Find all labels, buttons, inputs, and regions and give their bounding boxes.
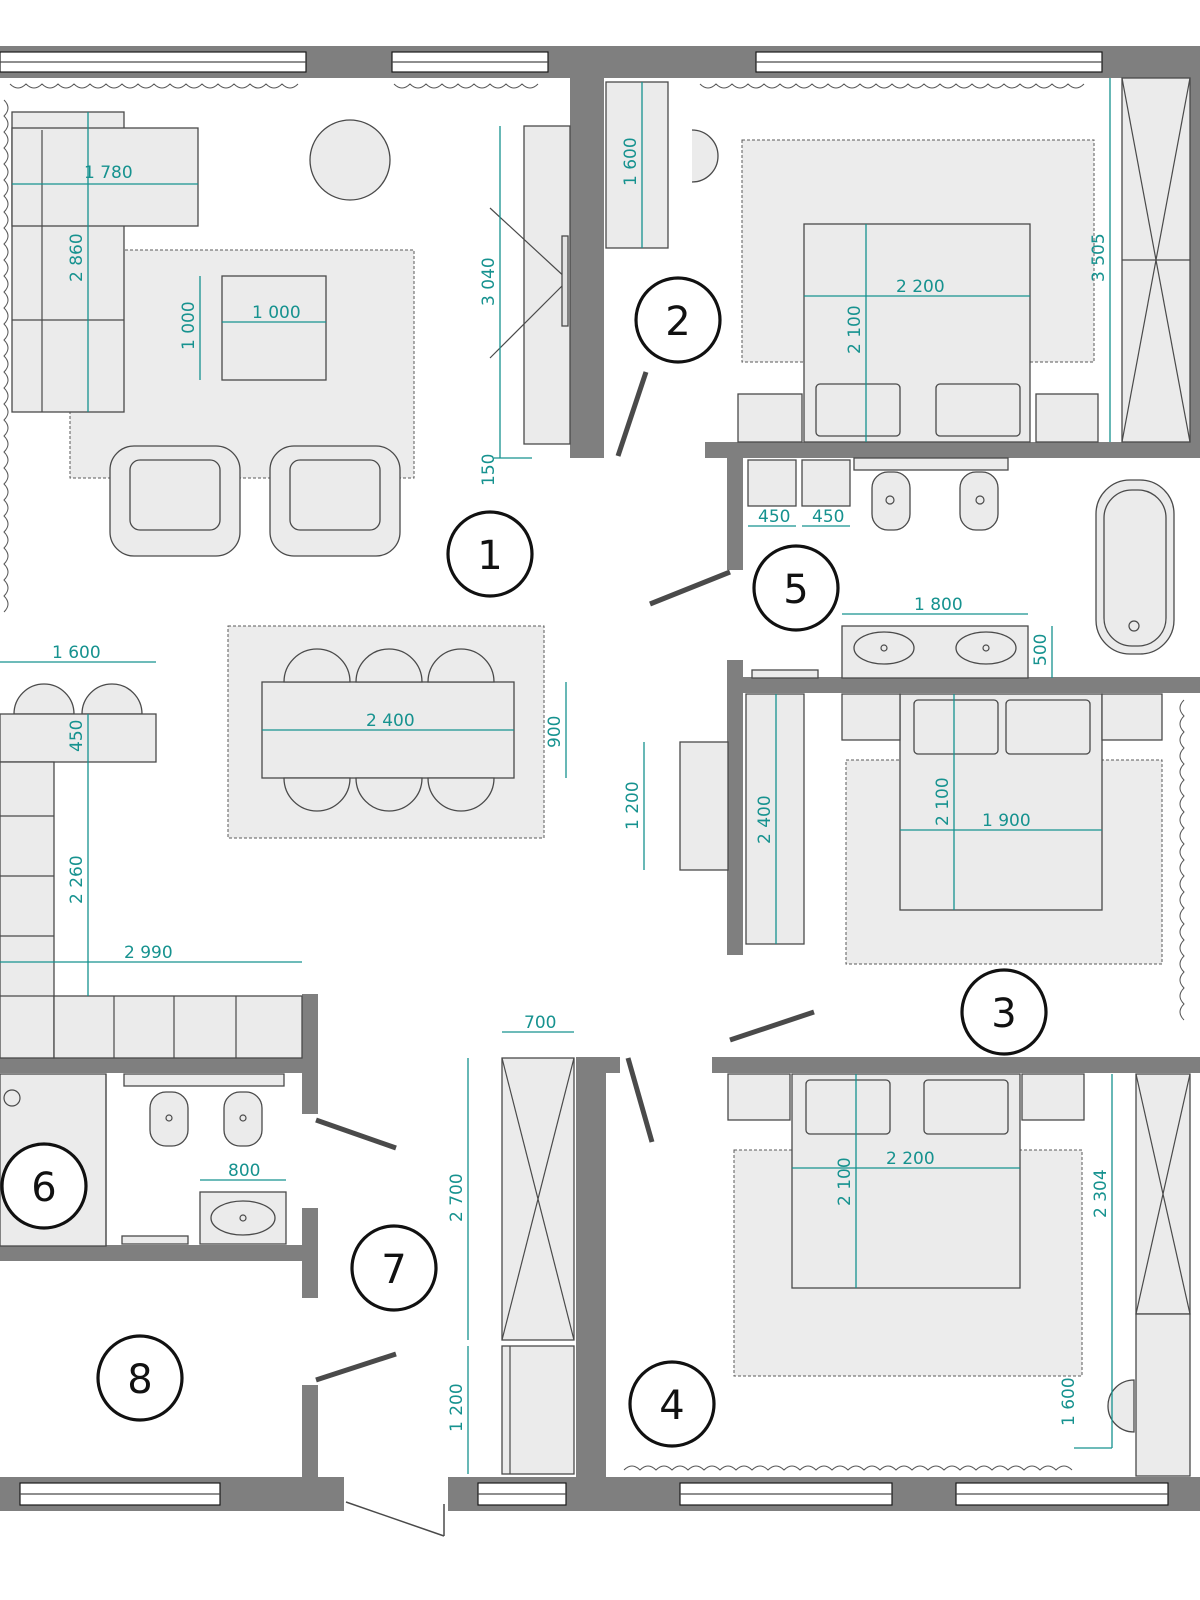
- room-1-marker[interactable]: 1: [446, 510, 534, 598]
- dim-bar-w: 1 600: [52, 643, 101, 663]
- dim-kitchen-run: 2 990: [124, 943, 173, 963]
- room-labels: 1 2 3 4 5 6 7 8: [0, 276, 1048, 1448]
- dim-sofa-width: 1 780: [84, 163, 133, 183]
- hallway-furniture: [501, 1057, 575, 1475]
- room-8-marker[interactable]: 8: [96, 1334, 184, 1422]
- dim-bed3-length: 2 100: [933, 777, 953, 826]
- room-4-marker[interactable]: 4: [628, 1360, 716, 1448]
- dim-bed2-length: 2 100: [845, 305, 865, 354]
- dim-hall-cab-d: 700: [524, 1013, 556, 1033]
- dim-cab-a: 450: [758, 507, 790, 527]
- room-5-number: 5: [783, 567, 808, 613]
- dim-coffee-table-h: 1 000: [179, 301, 199, 350]
- bedroom-2-furniture: [605, 77, 1191, 443]
- dim-bed2-width: 2 200: [896, 277, 945, 297]
- room-8-number: 8: [127, 1357, 152, 1403]
- bathroom-5-furniture: [747, 457, 1175, 679]
- room-5-marker[interactable]: 5: [752, 544, 840, 632]
- curtains: [3, 83, 1185, 1471]
- dimension-lines: [0, 78, 1113, 1474]
- dim-vanity6-w: 800: [228, 1161, 260, 1181]
- room-2-number: 2: [665, 299, 690, 345]
- dim-desk4-len: 1 600: [1059, 1377, 1079, 1426]
- dimension-labels: 1 780 2 860 1 000 1 000 3 040 150 1 600 …: [52, 137, 1111, 1432]
- walls: [0, 46, 1200, 1511]
- room-4-number: 4: [659, 1383, 684, 1429]
- dim-coffee-table-w: 1 000: [252, 303, 301, 323]
- room-3-marker[interactable]: 3: [960, 968, 1048, 1056]
- dim-closet4-len: 2 304: [1091, 1169, 1111, 1218]
- bedroom-4-furniture: [727, 1073, 1191, 1477]
- dim-sofa-length: 2 860: [67, 233, 87, 282]
- dim-dining-w: 2 400: [366, 711, 415, 731]
- dim-wardrobe3-len: 2 400: [755, 795, 775, 844]
- dim-tv-w: 1 200: [623, 781, 643, 830]
- dim-hall-cab-len: 2 700: [447, 1173, 467, 1222]
- room-3-number: 3: [991, 991, 1016, 1037]
- doors: [315, 371, 815, 1537]
- dim-wardrobe-gap: 150: [479, 454, 499, 486]
- dim-kitchen-len: 2 260: [67, 855, 87, 904]
- room-6-number: 6: [31, 1165, 56, 1211]
- room-7-marker[interactable]: 7: [350, 1224, 438, 1312]
- dim-bed4-length: 2 100: [835, 1157, 855, 1206]
- dim-hall-cab2-len: 1 200: [447, 1383, 467, 1432]
- dim-desk-len: 1 600: [621, 137, 641, 186]
- dim-closet2-len: 3 505: [1089, 233, 1109, 282]
- dim-vanity5-w: 1 800: [914, 595, 963, 615]
- dim-wardrobe-len: 3 040: [479, 257, 499, 306]
- dim-bed3-width: 1 900: [982, 811, 1031, 831]
- room-7-number: 7: [381, 1247, 406, 1293]
- dim-dining-d: 900: [545, 716, 565, 748]
- bedroom-3-furniture: [679, 693, 1163, 945]
- room-2-marker[interactable]: 2: [634, 276, 722, 364]
- room-1-number: 1: [477, 533, 502, 579]
- dim-cab-b: 450: [812, 507, 844, 527]
- living-room-furniture: [0, 111, 571, 1059]
- dim-vanity5-d: 500: [1031, 634, 1051, 666]
- dim-bar-d: 450: [67, 720, 87, 752]
- room-6-marker[interactable]: 6: [0, 1142, 88, 1230]
- dim-bed4-width: 2 200: [886, 1149, 935, 1169]
